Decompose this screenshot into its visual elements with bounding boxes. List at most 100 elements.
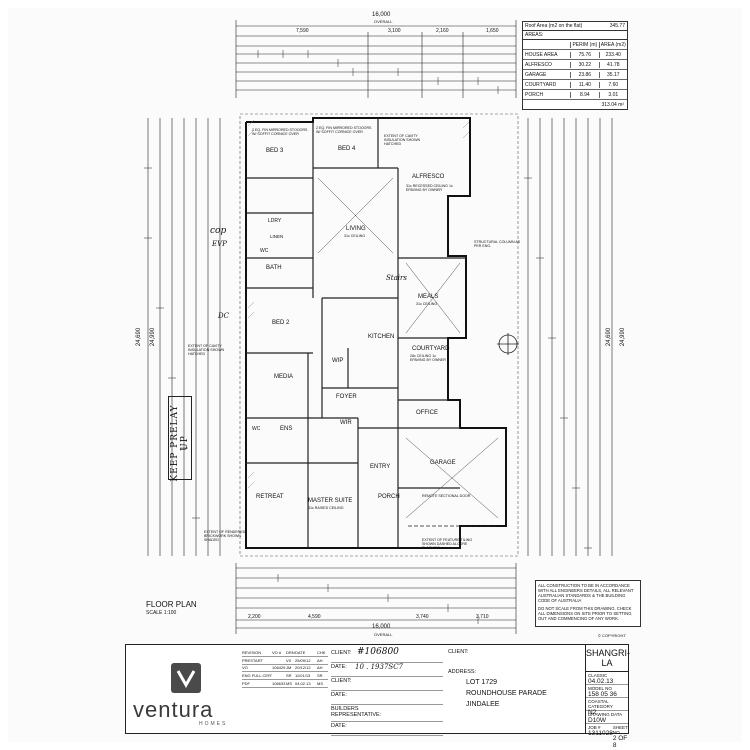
living-ceiling: 31c CEILING bbox=[344, 234, 366, 238]
project-date: 04.02.13 bbox=[588, 678, 614, 685]
right-overall-dim: 24,990 bbox=[620, 327, 627, 347]
meals-ceiling: 31c CEILING bbox=[416, 302, 438, 306]
logo-homes: HOMES bbox=[199, 721, 228, 727]
room-garage: GARAGE bbox=[430, 460, 456, 466]
room-kitchen: KITCHEN bbox=[368, 334, 395, 340]
note-do-not-scale: DO NOT SCALE FROM THIS DRAWING. CHECK AL… bbox=[538, 606, 632, 621]
master-ceiling: 31c RAISED CEILING bbox=[308, 506, 344, 510]
bed3-note: 2 EQ. FIN MIRRORED STOOORS W/ SOFFIT COR… bbox=[252, 128, 308, 137]
area-table: Roof Area (m2 on the flat) 345.77 AREAS:… bbox=[522, 21, 628, 110]
note-construction: ALL CONSTRUCTION TO BE IN ACCORDANCE WIT… bbox=[538, 583, 634, 603]
roof-area-label: Roof Area (m2 on the flat) bbox=[525, 23, 583, 29]
floor-plan-title: FLOOR PLAN bbox=[146, 600, 197, 609]
bottom-overall-dim: 16,000 bbox=[372, 624, 391, 630]
top-dim-4: 1,650 bbox=[486, 28, 499, 34]
handwritten-dc: DC bbox=[218, 312, 229, 320]
areas-title-row: AREAS: bbox=[523, 31, 627, 40]
perim-header: PERIM (m) bbox=[570, 41, 598, 48]
area-header: AREA (m2) bbox=[598, 41, 627, 48]
courtyard-note: 28c CEILING 1c EPAVING BY OWNER bbox=[410, 354, 446, 363]
room-bed2: BED 2 bbox=[272, 320, 290, 326]
project-drawing: D10W bbox=[588, 717, 607, 724]
roof-area-row: Roof Area (m2 on the flat) 345.77 bbox=[523, 22, 627, 31]
client-handwritten: #106800 bbox=[357, 647, 399, 657]
room-media: MEDIA bbox=[274, 374, 294, 380]
room-wc: WC bbox=[260, 248, 269, 254]
bed4-note: 2 EQ. FIN MIRRORED STOOORS W/ SOFFIT COR… bbox=[316, 126, 372, 135]
bottom-dim-2: 4,590 bbox=[308, 614, 321, 620]
client2-line: CLIENT: bbox=[331, 677, 443, 691]
date-handwritten: 10 . 1937SC7 bbox=[355, 663, 404, 671]
address-label: ADDRESS: bbox=[448, 669, 477, 675]
room-office: OFFICE bbox=[416, 410, 438, 416]
room-courtyard: COURTYARD bbox=[412, 346, 450, 352]
copyright: © COPYRIGHT bbox=[598, 633, 626, 638]
room-wir: WIR bbox=[340, 420, 352, 426]
client-line: CLIENT: #106800 bbox=[331, 647, 443, 663]
logo-v-icon bbox=[171, 663, 201, 693]
bottom-dim-4: 3,710 bbox=[476, 614, 489, 620]
room-bath: BATH bbox=[266, 265, 282, 271]
notes-box: ALL CONSTRUCTION TO BE IN ACCORDANCE WIT… bbox=[535, 580, 641, 627]
room-bed4: BED 4 bbox=[338, 146, 356, 152]
handwritten-evp: EVP bbox=[212, 240, 227, 248]
alfresco-ceiling: 31c RECESSED CEILING 1c EPAVING BY OWNER bbox=[406, 184, 453, 193]
address-line2: ROUNDHOUSE PARADE bbox=[466, 690, 547, 697]
floor-plan-drawing bbox=[144, 20, 613, 634]
feature-tiling-note: EXTENT OF FEATURE TILING SHOWN DASHED AL… bbox=[422, 538, 473, 551]
areas-header-row: PERIM (m) AREA (m2) bbox=[523, 40, 627, 50]
left-overall-dim: 24,990 bbox=[150, 327, 157, 347]
room-ens: ENS bbox=[280, 426, 293, 432]
logo-wordmark: ventura bbox=[133, 697, 214, 722]
bottom-dim-1: 2,200 bbox=[248, 614, 261, 620]
room-bed3: BED 3 bbox=[266, 148, 284, 154]
bottom-overall-label: OVERALL bbox=[374, 632, 393, 637]
room-retreat: RETREAT bbox=[256, 494, 284, 500]
top-overall-dim: 16,000 bbox=[372, 12, 391, 18]
bottom-dim-3: 3,740 bbox=[416, 614, 429, 620]
room-porch: PORCH bbox=[378, 494, 400, 500]
room-linen: LINEN bbox=[270, 234, 284, 239]
date2-line: DATE: bbox=[331, 691, 443, 705]
extent-rendered: EXTENT OF RENDERED BRICKWORK SHOWN SHADE… bbox=[204, 530, 246, 543]
top-dim-2: 3,100 bbox=[388, 28, 401, 34]
ventura-logo: ventura HOMES bbox=[133, 663, 241, 727]
cavity-note: EXTENT OF CAVITY INSULATION SHOWN HATCHE… bbox=[384, 134, 421, 147]
room-master-suite: MASTER SUITE bbox=[308, 498, 353, 504]
room-wc2: WC bbox=[252, 426, 261, 432]
address-block: CLIENT: ADDRESS: LOT 1729 ROUNDHOUSE PAR… bbox=[448, 649, 583, 710]
address-line3: JINDALEE bbox=[466, 701, 500, 708]
project-job: 1311028 bbox=[588, 730, 613, 737]
room-entry: ENTRY bbox=[370, 464, 391, 470]
project-sheet: 2 OF 8 bbox=[612, 735, 628, 749]
room-alfresco: ALFRESCO bbox=[412, 174, 445, 180]
right-dim: 24,690 bbox=[606, 327, 613, 347]
top-dim-1: 7,590 bbox=[296, 28, 309, 34]
project-series: N2 bbox=[588, 709, 597, 716]
date-line: DATE: 10 . 1937SC7 bbox=[331, 663, 443, 677]
address-line1: LOT 1729 bbox=[466, 679, 498, 686]
room-ldry: LDRY bbox=[268, 218, 282, 224]
top-dim-3: 2,160 bbox=[436, 28, 449, 34]
room-foyer: FOYER bbox=[336, 394, 357, 400]
date3-line: DATE: bbox=[331, 722, 443, 736]
handwritten-stairs: Stairs bbox=[386, 274, 407, 282]
builders-line: BUILDERS REPRESENTATIVE: bbox=[331, 705, 443, 722]
project-model: 158 05 36 bbox=[588, 691, 617, 698]
drawing-sheet: 16,000 OVERALL 7,590 3,100 2,160 1,650 1… bbox=[8, 8, 742, 749]
